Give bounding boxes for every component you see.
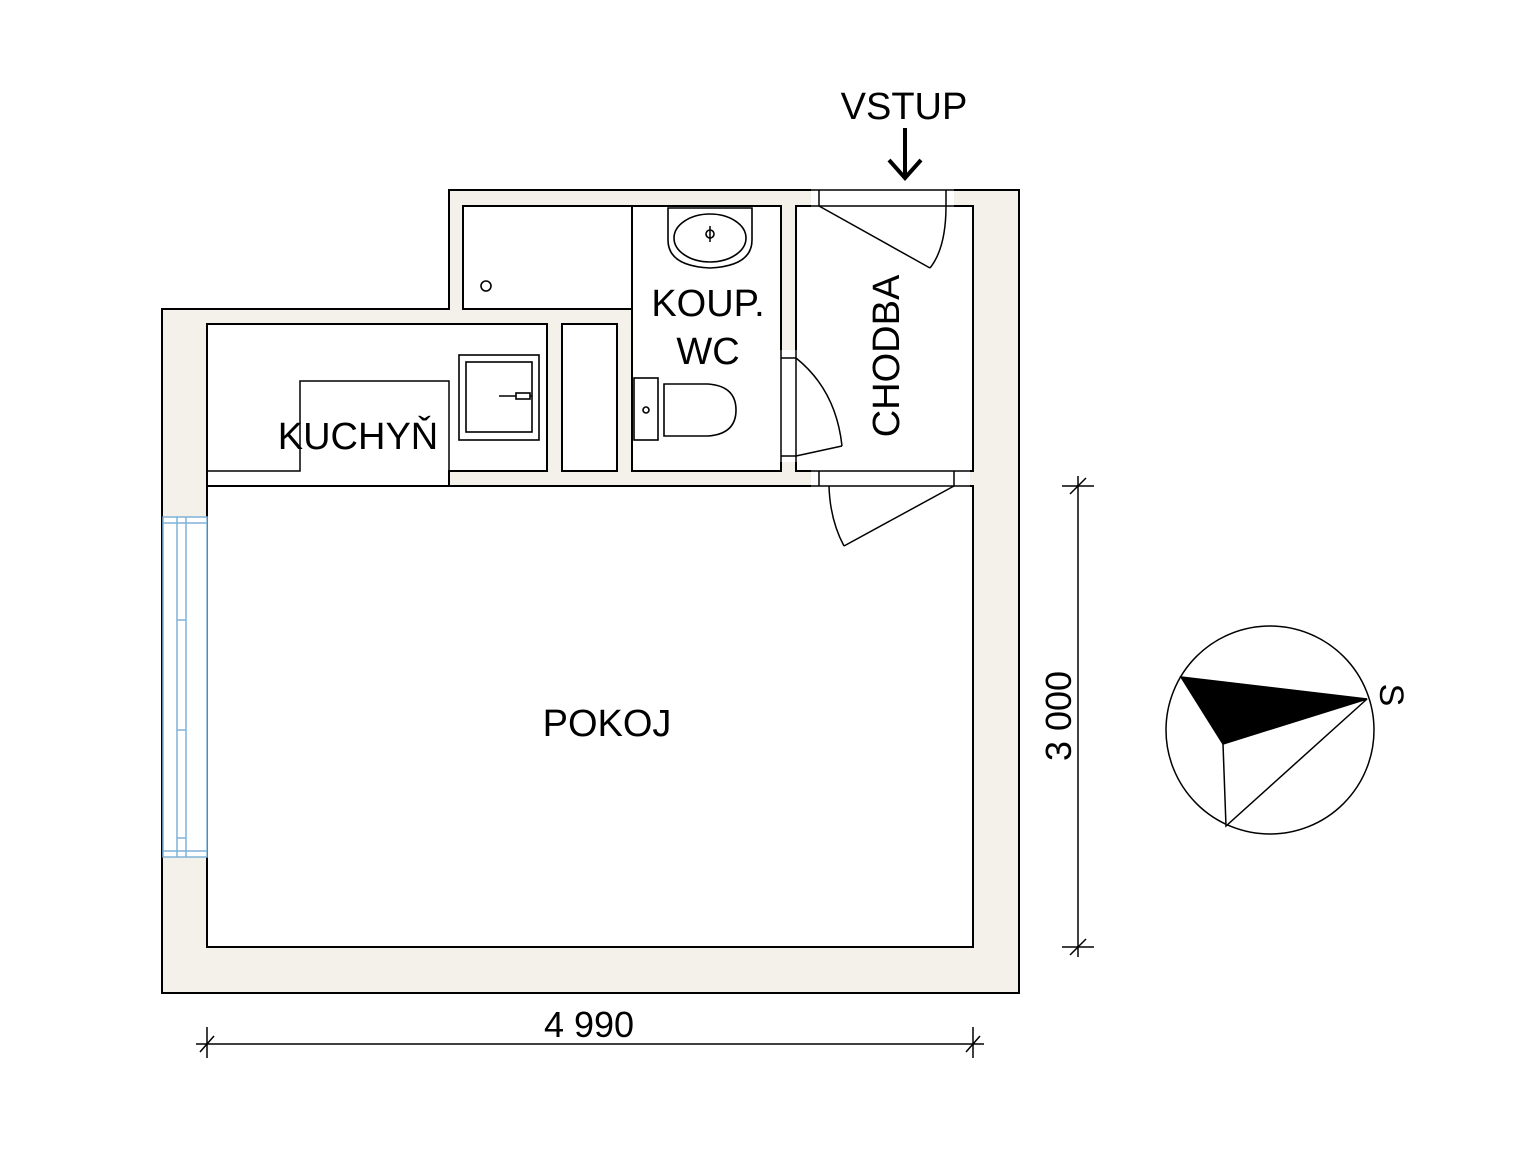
bathroom-door-leaf bbox=[795, 445, 843, 457]
entrance-door-leaf bbox=[818, 205, 931, 269]
room-door-leaf bbox=[843, 485, 955, 547]
label-wc: WC bbox=[676, 331, 739, 373]
dimension-height-label: 3 000 bbox=[1038, 671, 1079, 761]
toilet-flush-button bbox=[642, 406, 650, 414]
room-chodba bbox=[795, 205, 974, 472]
label-chodba: CHODBA bbox=[866, 274, 908, 437]
kitchen-counter bbox=[207, 380, 450, 472]
window bbox=[162, 516, 208, 858]
kitchen-faucet-handle bbox=[515, 392, 531, 400]
entrance-door-swing bbox=[929, 205, 947, 269]
entrance-arrowhead bbox=[887, 158, 923, 182]
room-pokoj bbox=[206, 485, 974, 948]
label-pokoj: POKOJ bbox=[543, 703, 672, 745]
storage-cabinet bbox=[561, 323, 618, 472]
drain-point bbox=[480, 280, 492, 292]
storage-room bbox=[462, 205, 633, 310]
label-koupelna: KOUP. bbox=[651, 283, 764, 325]
compass-label: S bbox=[1372, 684, 1410, 707]
bathroom-door-opening bbox=[779, 350, 798, 462]
bathroom-door-swing bbox=[795, 357, 843, 447]
entrance-door-opening bbox=[811, 188, 954, 208]
room-door-swing bbox=[828, 485, 845, 547]
label-kuchyn: KUCHYŇ bbox=[278, 415, 438, 458]
label-vstup: VSTUP bbox=[841, 86, 968, 128]
room-door-opening bbox=[811, 469, 970, 488]
toilet-bowl bbox=[663, 383, 737, 437]
compass-needle-light bbox=[1222, 698, 1368, 828]
dimension-width-label: 4 990 bbox=[544, 1004, 634, 1045]
